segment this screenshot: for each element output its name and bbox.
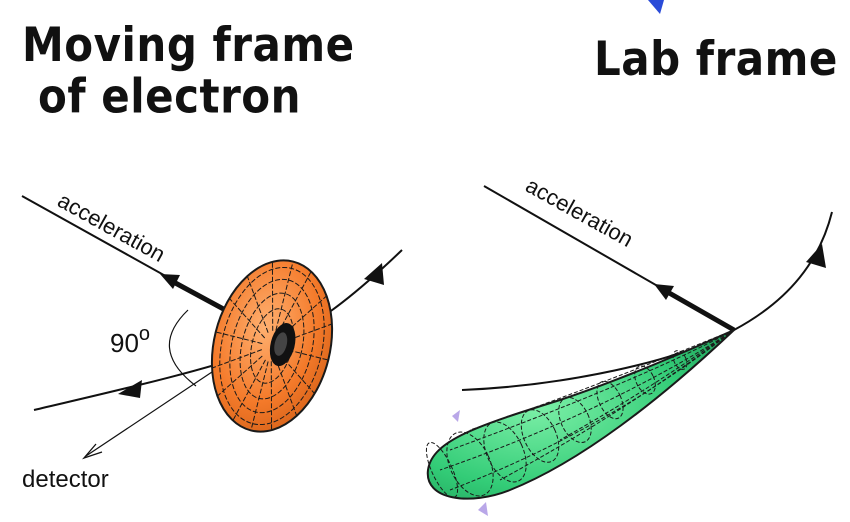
left-title-line2: of electron [38,69,302,124]
orange-torus [210,259,334,433]
blue-mark [648,0,664,14]
detector-label: detector [22,466,109,493]
left-panel-title: Moving frame of electron [22,21,355,124]
right-trajectory-arrowhead [806,244,826,268]
right-trajectory [461,211,833,391]
left-trajectory-arrowhead-lower [118,380,142,398]
angle-value: 90 [110,328,139,358]
green-beam-lobe [425,329,735,500]
left-trajectory-arrowhead-upper [364,263,384,285]
left-angle-arc [168,309,197,387]
right-acceleration-arrowhead [654,284,674,300]
left-acceleration-label: acceleration [54,188,170,267]
purple-mark-top [452,410,460,422]
angle-value-label: 90o [110,323,150,358]
detector-arrowhead [81,443,103,460]
right-acceleration-arrow [662,287,736,333]
purple-mark-bottom [478,502,488,516]
angle-unit: o [139,323,150,345]
right-panel: acceleration [425,173,833,516]
right-panel-title: Lab frame [594,31,838,87]
left-title-line1: Moving frame [22,17,355,73]
left-acceleration-arrowhead [160,274,180,289]
left-panel: acceleration 90o detector [21,188,403,493]
